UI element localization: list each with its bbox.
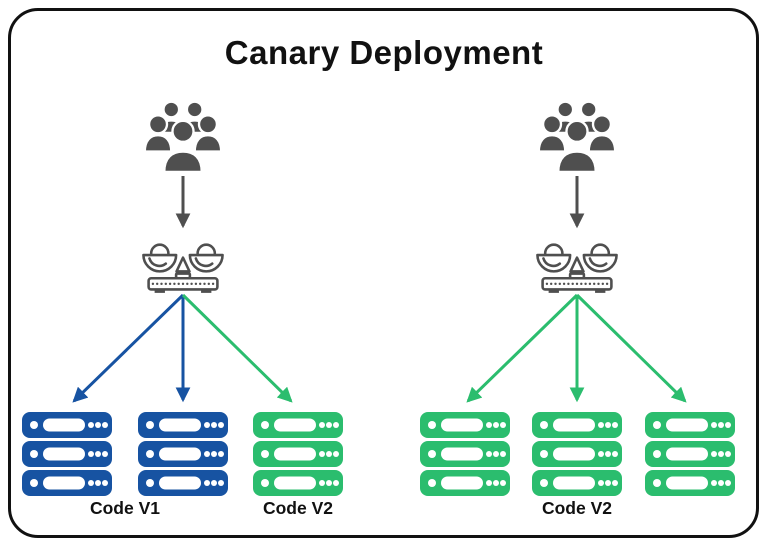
arrow-to-stack-3 xyxy=(181,293,293,403)
right-panel xyxy=(420,100,735,496)
server-stack-icon xyxy=(420,412,510,496)
arrow-to-stack-3 xyxy=(575,293,687,403)
server-stack-icon xyxy=(253,412,343,496)
server-stack-icon xyxy=(532,412,622,496)
users-group-icon xyxy=(538,100,616,172)
arrow-to-stack-1 xyxy=(72,293,185,403)
label-code-v1: Code V1 xyxy=(89,498,161,518)
server-stack-icon xyxy=(22,412,112,496)
users-group-icon xyxy=(144,100,222,172)
label-code-v2-left: Code V2 xyxy=(262,498,334,518)
arrow-to-stack-1 xyxy=(466,293,579,403)
server-stack-icon xyxy=(138,412,228,496)
server-stack-icon xyxy=(645,412,735,496)
diagram-title: Canary Deployment xyxy=(224,34,544,71)
load-balancer-scales-icon xyxy=(536,243,618,293)
load-balancer-scales-icon xyxy=(142,243,224,293)
left-panel xyxy=(22,100,343,496)
label-code-v2-right: Code V2 xyxy=(541,498,613,518)
